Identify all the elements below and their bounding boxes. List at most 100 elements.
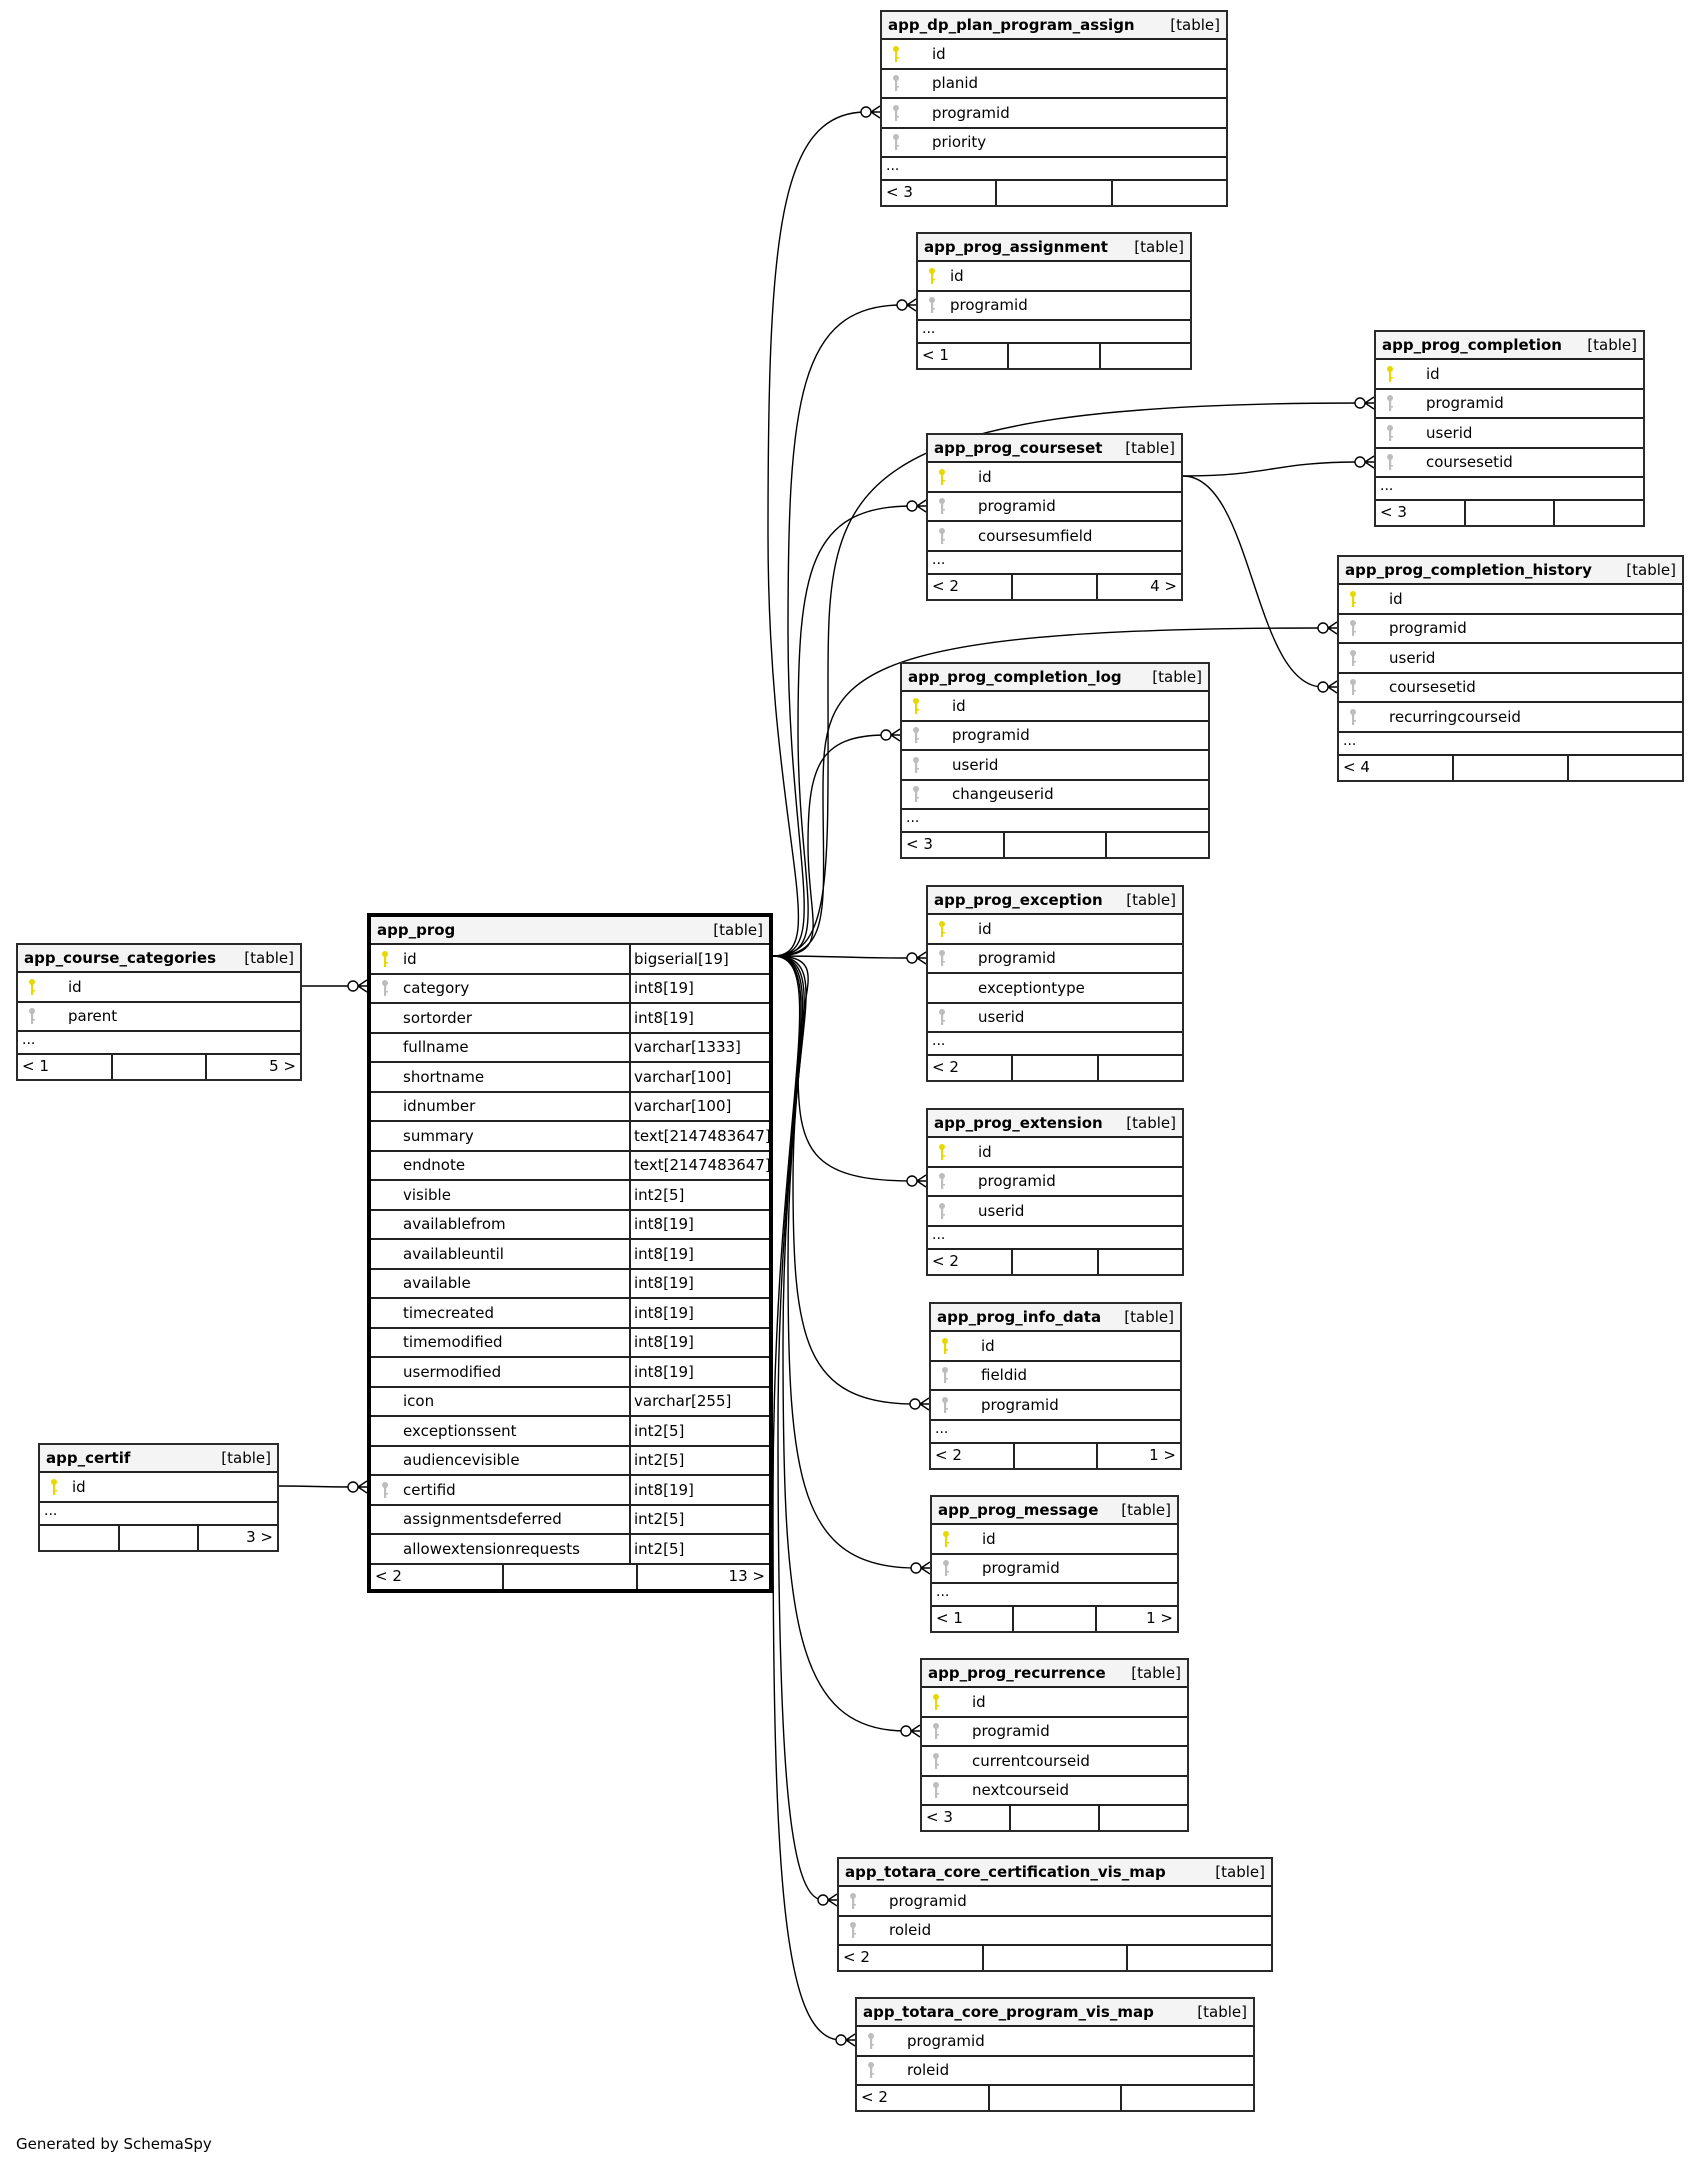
column-row[interactable]: id — [40, 1473, 277, 1503]
column-row[interactable]: userid — [902, 751, 1208, 781]
child-count[interactable] — [1101, 344, 1190, 368]
parent-count[interactable]: < 1 — [918, 344, 1010, 368]
table-name[interactable]: app_totara_core_certification_vis_map — [845, 1863, 1166, 1881]
table-name[interactable]: app_prog_exception — [934, 891, 1103, 909]
column-row[interactable]: programid — [928, 945, 1182, 974]
child-count[interactable] — [1128, 1946, 1271, 1970]
column-row[interactable]: id — [902, 692, 1208, 722]
column-row[interactable]: changeuserid — [902, 781, 1208, 810]
column-row[interactable]: programid — [922, 1718, 1187, 1747]
column-row[interactable]: exceptiontype — [928, 974, 1182, 1004]
column-row[interactable]: id — [931, 1332, 1180, 1362]
column-row[interactable]: programid — [1376, 390, 1643, 419]
column-row[interactable]: programid — [928, 493, 1181, 522]
child-count[interactable] — [1569, 756, 1682, 780]
column-row[interactable]: nextcourseid — [922, 1777, 1187, 1806]
parent-count[interactable]: < 2 — [857, 2086, 990, 2110]
child-count[interactable] — [1555, 501, 1643, 525]
parent-count[interactable]: < 2 — [839, 1946, 984, 1970]
column-row[interactable]: programid — [928, 1168, 1182, 1197]
parent-count[interactable]: < 2 — [928, 1249, 1014, 1274]
parent-count[interactable]: < 2 — [931, 1443, 1015, 1468]
child-count[interactable] — [1100, 1806, 1187, 1830]
column-row[interactable]: id — [932, 1525, 1177, 1555]
child-count[interactable]: 13 > — [728, 1566, 765, 1585]
column-row[interactable]: id — [1339, 585, 1682, 615]
child-count[interactable]: 1 > — [1149, 1445, 1177, 1464]
parent-count[interactable]: < 1 — [18, 1055, 113, 1079]
column-row[interactable]: userid — [928, 1004, 1182, 1033]
column-row[interactable]: id — [922, 1688, 1187, 1718]
table-name[interactable]: app_prog_completion — [1382, 336, 1562, 354]
column-row[interactable]: programid — [882, 99, 1226, 129]
table-app-totara-core-program-vis-map[interactable]: app_totara_core_program_vis_map[table]pr… — [855, 1997, 1255, 2112]
column-row[interactable]: userid — [1376, 419, 1643, 449]
table-name[interactable]: app_prog_assignment — [924, 238, 1108, 256]
column-row[interactable]: coursesetid — [1376, 449, 1643, 478]
column-row[interactable]: roleid — [839, 1917, 1271, 1946]
column-row[interactable]: coursesumfield — [928, 522, 1181, 552]
column-row[interactable]: recurringcourseid — [1339, 703, 1682, 733]
table-name[interactable]: app_prog_courseset — [934, 439, 1103, 457]
column-row[interactable]: id — [882, 40, 1226, 70]
table-name[interactable]: app_prog_completion_history — [1345, 561, 1592, 579]
child-count[interactable] — [1099, 1250, 1182, 1274]
child-count[interactable] — [1107, 833, 1208, 857]
table-name[interactable]: app_prog_message — [938, 1501, 1099, 1519]
column-row[interactable]: programid — [902, 722, 1208, 751]
parent-count[interactable]: < 3 — [922, 1806, 1011, 1830]
table-name[interactable]: app_prog_extension — [934, 1114, 1103, 1132]
parent-count[interactable]: < 3 — [902, 833, 1005, 857]
column-row[interactable]: fieldid — [931, 1362, 1180, 1391]
parent-count[interactable] — [40, 1525, 120, 1550]
column-row[interactable]: roleid — [857, 2057, 1253, 2086]
column-row[interactable]: userid — [1339, 644, 1682, 674]
column-row[interactable]: coursesetid — [1339, 674, 1682, 703]
column-row[interactable]: userid — [928, 1197, 1182, 1227]
parent-count[interactable]: < 1 — [932, 1607, 1015, 1631]
table-name[interactable]: app_dp_plan_program_assign — [888, 16, 1135, 34]
column-row[interactable]: id — [18, 973, 300, 1003]
table-name[interactable]: app_certif — [46, 1449, 131, 1467]
table-app-certif[interactable]: app_certif[table]id...3 > — [38, 1443, 279, 1552]
column-row[interactable]: id — [928, 1138, 1182, 1168]
table-name[interactable]: app_prog_completion_log — [908, 668, 1122, 686]
parent-count[interactable]: < 3 — [882, 181, 998, 205]
column-row[interactable]: priority — [882, 129, 1226, 158]
column-row[interactable]: id — [928, 915, 1182, 945]
child-count[interactable]: 3 > — [246, 1527, 274, 1546]
parent-count[interactable]: < 2 — [928, 1056, 1014, 1080]
column-row[interactable]: programid — [1339, 615, 1682, 644]
column-row[interactable]: id — [918, 262, 1190, 292]
parent-count[interactable]: < 4 — [1339, 755, 1454, 780]
column-row[interactable]: id — [1376, 360, 1643, 390]
parent-count[interactable]: < 2 — [928, 574, 1013, 599]
child-count[interactable] — [1113, 181, 1226, 205]
